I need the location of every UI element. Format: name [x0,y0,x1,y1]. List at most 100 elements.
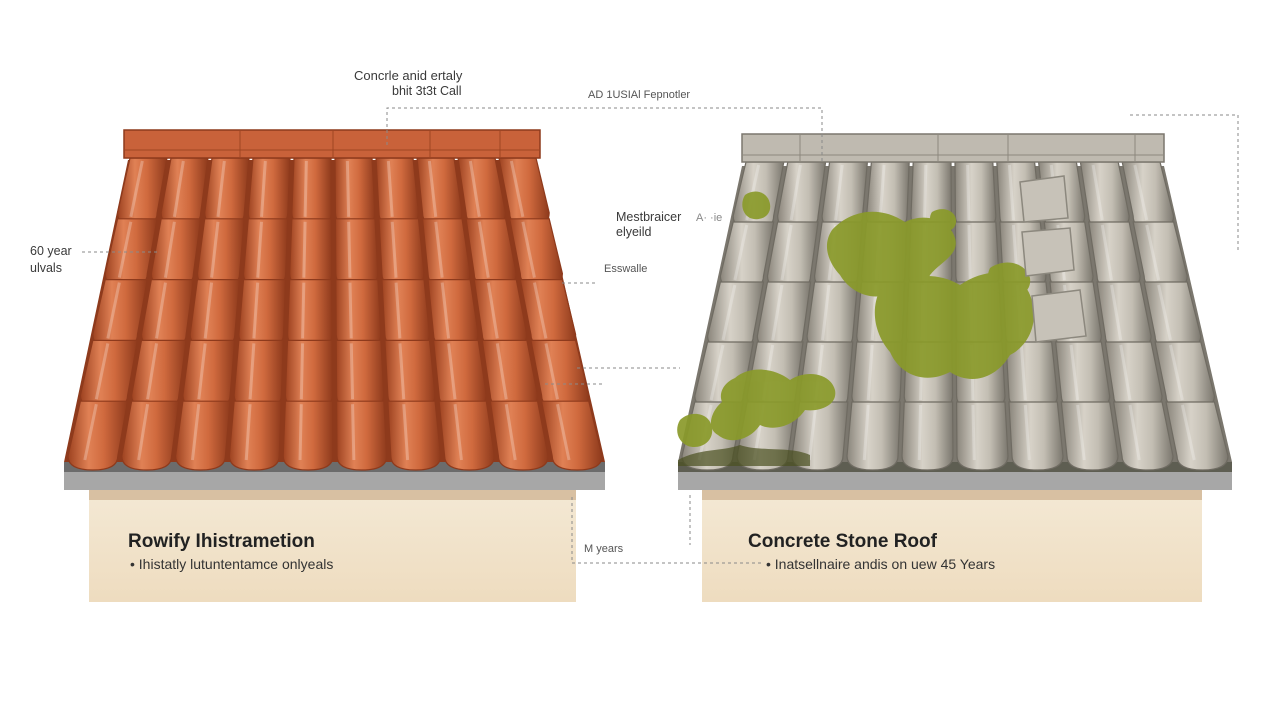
clay-tile-highlight [106,282,121,339]
clay-tile-highlight [216,160,226,217]
clay-tile [247,157,291,228]
concrete-tile-highlight [1145,224,1161,281]
clay-tile-highlight [302,221,307,278]
concrete-tile-highlight [1076,404,1086,461]
clay-tile-highlight [345,160,351,217]
clay-tile-highlight [83,403,98,461]
clay-tile [242,218,289,289]
concrete-tile-highlight [789,164,802,221]
clay-tile-highlight [440,282,451,339]
clay-tile-highlight [532,282,548,339]
right-panel-title: Concrete Stone Roof [748,531,937,552]
clay-tile [427,279,479,350]
concrete-tile-highlight [878,164,886,221]
concrete-tile-highlight [1119,344,1132,401]
annotation-top-right: AD 1USIAl Fepnotler [588,89,691,101]
clay-tile [291,157,333,228]
clay-eave-shadow [89,488,576,500]
clay-tile-highlight [427,160,438,217]
concrete-info-panel [702,488,1202,602]
clay-tile-highlight [495,343,508,400]
annotation-middle-line1: Mestbraicer [616,210,682,224]
concrete-tile [901,401,954,471]
moss-patch [742,191,771,220]
concrete-tile-highlight [721,284,737,341]
leader-lines [82,107,1239,564]
concrete-tile-highlight [820,284,831,341]
leader-line [386,107,823,165]
clay-tile [335,400,388,471]
clay-tile-highlight [299,343,305,400]
clay-tile-highlight [521,221,536,278]
clay-tile-highlight [349,343,355,400]
clay-tile-highlight [556,403,571,461]
clay-tile [204,157,250,228]
annotation-middle-small: Esswalle [604,263,648,275]
right-panel-bullet: • Inatsellnaire andis on uew 45 Years [766,556,996,572]
clay-tile-highlight [163,221,176,278]
concrete-tile-highlight [1133,164,1149,221]
concrete-tile-highlight [1180,404,1196,461]
clay-tile-highlight [252,282,260,339]
concrete-tile [1008,401,1064,471]
clay-tile-highlight [468,160,481,218]
clay-tile-highlight [402,404,410,461]
left-panel-bullet-text: Ihistatly lutuntentamce onlyeals [138,556,334,572]
clay-tile [438,400,496,471]
clay-tile-highlight [386,160,394,217]
loose-tile [1019,175,1069,223]
concrete-tile [756,281,812,351]
concrete-tile-highlight [1091,164,1104,221]
clay-tile-highlight [394,282,402,339]
clay-tile-highlight [303,160,308,217]
clay-tile [334,157,376,228]
clay-tile-highlight [117,221,133,278]
clay-tile-highlight [509,160,525,218]
concrete-tile-highlight [967,224,972,281]
concrete-tile-highlight [771,284,784,341]
concrete-tile [1112,401,1174,471]
concrete-tile-highlight [862,404,870,461]
concrete-tile [806,281,859,351]
annotation-left-years-line2: ulvals [30,261,62,275]
concrete-tile-highlight [1019,344,1027,401]
concrete-tile-highlight [1128,404,1141,461]
clay-tile [378,218,425,289]
clay-tile-highlight [197,343,207,400]
concrete-tile [1060,401,1119,471]
clay-tile [131,339,187,410]
concrete-tile [955,401,1009,471]
clay-tile-highlight [348,282,353,339]
clay-tile [174,400,231,471]
clay-tile-highlight [190,404,201,461]
clay-tile-highlight [94,343,110,400]
clay-tile [196,218,245,289]
concrete-tile-highlight [1069,344,1080,401]
clay-tile-highlight [347,221,352,278]
clay-tile [416,157,463,228]
clay-tile-highlight [477,221,490,278]
clay-tile [381,279,431,350]
moss-patch [677,413,713,448]
clay-tile [289,218,333,289]
clay-tile-highlight [504,403,517,461]
concrete-tile-highlight [966,164,971,221]
clay-tile [432,339,487,410]
leader-line [1130,114,1239,252]
left-panel-title: Rowify Ihistrametion [128,531,315,552]
clay-tile-highlight [155,282,167,339]
clay-tile-highlight [447,343,457,400]
concrete-tile [1054,341,1111,411]
clay-tile-highlight [453,404,463,461]
moss-patch [710,369,836,441]
clay-tile [67,400,129,471]
annotation-left-years-line1: 60 year [30,244,72,258]
clay-tile-highlight [129,160,144,218]
clay-tile-highlight [256,221,264,278]
concrete-eave-shadow [702,488,1202,500]
clay-tile [375,157,420,228]
moss-patches [677,191,1034,448]
concrete-tile [1165,401,1229,471]
concrete-tile-highlight [1110,284,1123,341]
